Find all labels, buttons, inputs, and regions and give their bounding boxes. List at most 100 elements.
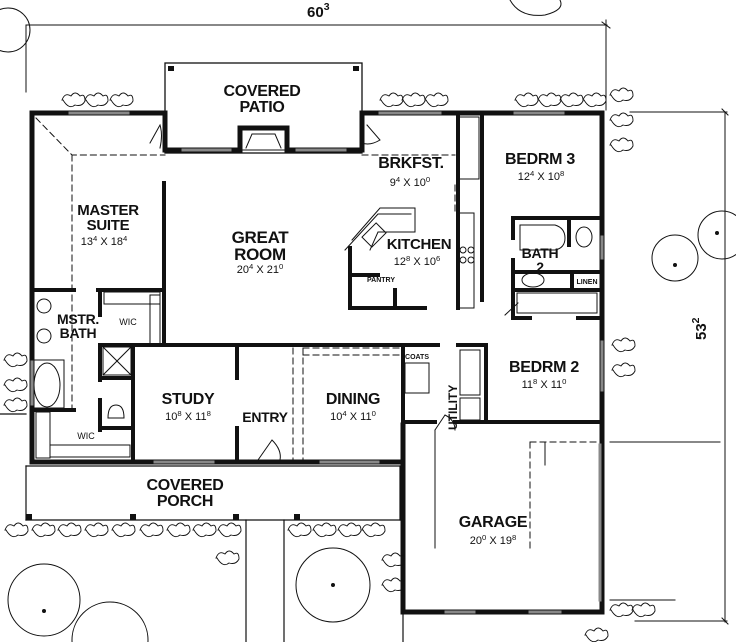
covered-patio-outline [164,62,363,154]
room-label-breakfast: BRKFST. [378,155,444,172]
dim-a: 10 [165,411,178,423]
master-bath-name-line2: BATH [59,325,97,341]
dim-a: 9 [389,177,396,189]
dimension-study: 108 X 118 [165,409,211,423]
room-label-utility: UTILITY [446,384,460,430]
dim-a-inches: 4 [248,262,254,272]
dim-separator: X [413,256,421,268]
dimension-breakfast: 94 X 100 [389,175,431,189]
dim-b: 21 [266,264,279,276]
dim-b-inches: 6 [435,254,441,264]
dim-a-inches: 8 [177,409,182,419]
dim-a: 20 [469,535,482,547]
overall-width-dimension: 603 [307,1,330,21]
depth-inches: 2 [690,317,703,324]
room-label-wic-lower: WIC [77,431,95,441]
width-value: 60 [307,4,324,21]
room-label-study: STUDY [161,391,215,408]
dim-a: 12 [393,256,406,268]
dim-separator: X [489,535,497,547]
room-label-pantry: PANTRY [367,277,395,284]
room-label-dining: DINING [325,391,381,408]
dim-b: 19 [499,535,512,547]
dim-separator: X [184,411,193,423]
room-label-master-suite: MASTER SUITE [77,203,139,233]
dim-b: 18 [110,236,123,248]
room-label-covered-patio: COVERED PATIO [223,84,300,116]
dim-a: 10 [330,411,343,423]
dim-b-inches: 0 [425,175,431,185]
dimension-great-room: 204 X 210 [236,262,284,276]
room-label-covered-porch: COVERED PORCH [146,478,223,510]
dim-separator: X [100,236,108,248]
dimension-kitchen: 128 X 106 [393,254,441,268]
dimension-dining: 104 X 110 [330,409,376,423]
dim-separator: X [403,177,411,189]
dim-separator: X [349,411,358,423]
dim-a-inches: 0 [481,533,487,543]
dim-b-inches: 8 [206,409,211,419]
dim-a: 12 [517,171,530,183]
dimension-master-suite: 134 X 184 [80,234,128,248]
porch-name-line1: COVERED [146,477,224,494]
dim-b-inches: 0 [371,409,376,419]
depth-value: 53 [693,323,710,340]
master-bath-name-line1: MSTR. [56,311,100,327]
dim-b-inches: 0 [562,377,567,387]
porch-name-line2: PORCH [156,493,214,510]
covered-porch-outline [0,413,404,642]
room-label-garage: GARAGE [458,514,528,531]
dim-a: 13 [80,236,93,248]
great-room-name-line2: ROOM [234,245,286,264]
dim-a-inches: 8 [405,254,411,264]
dim-a-inches: 4 [342,409,347,419]
room-label-linen: LINEN [576,279,598,286]
master-suite-name-line2: SUITE [86,217,130,234]
dim-b: 10 [413,177,426,189]
room-label-great-room: GREAT ROOM [232,229,289,263]
room-label-bedroom-2: BEDRM 2 [509,359,579,376]
dim-separator: X [540,379,548,391]
room-label-kitchen: KITCHEN [386,236,452,253]
dimension-lines [25,19,729,625]
dim-a: 20 [236,264,249,276]
room-label-bedroom-3: BEDRM 3 [505,151,575,168]
room-label-master-bath: MSTR. BATH [57,312,99,340]
bath-2-name-line2: 2 [536,259,544,275]
dim-b: 11 [195,411,207,423]
bath-2-name-line1: BATH [521,245,559,261]
dim-a-inches: 8 [532,377,538,387]
dimension-garage: 200 X 198 [469,533,517,547]
dim-b-inches: 8 [559,169,565,179]
room-label-bath-2: BATH 2 [522,246,559,274]
dim-a: 11 [521,379,533,391]
patio-name-line1: COVERED [223,83,301,100]
room-label-entry: ENTRY [242,409,288,425]
dim-b-inches: 0 [278,262,284,272]
dimension-bedroom-3: 124 X 108 [517,169,565,183]
dim-b-inches: 4 [122,234,128,244]
shrubs [3,87,656,642]
dim-b-inches: 8 [511,533,517,543]
room-label-coats: COATS [405,354,429,361]
dim-b: 10 [423,256,436,268]
windows [30,111,604,614]
dim-a-inches: 4 [92,234,98,244]
dim-a-inches: 4 [395,175,401,185]
dim-b: 11 [360,411,372,423]
dim-separator: X [256,264,264,276]
overall-depth-dimension: 532 [690,317,710,340]
fixtures [33,116,598,549]
patio-name-line2: PATIO [239,99,285,116]
master-suite-name-line1: MASTER [77,202,139,219]
dim-b: 11 [550,379,563,391]
room-label-wic-upper: WIC [119,317,137,327]
dim-a-inches: 4 [529,169,535,179]
dashed-ceiling-lines [35,117,601,551]
great-room-name-line1: GREAT [231,228,289,247]
dimension-bedroom-2: 118 X 110 [521,377,567,391]
width-inches: 3 [323,1,330,14]
dim-separator: X [537,171,545,183]
